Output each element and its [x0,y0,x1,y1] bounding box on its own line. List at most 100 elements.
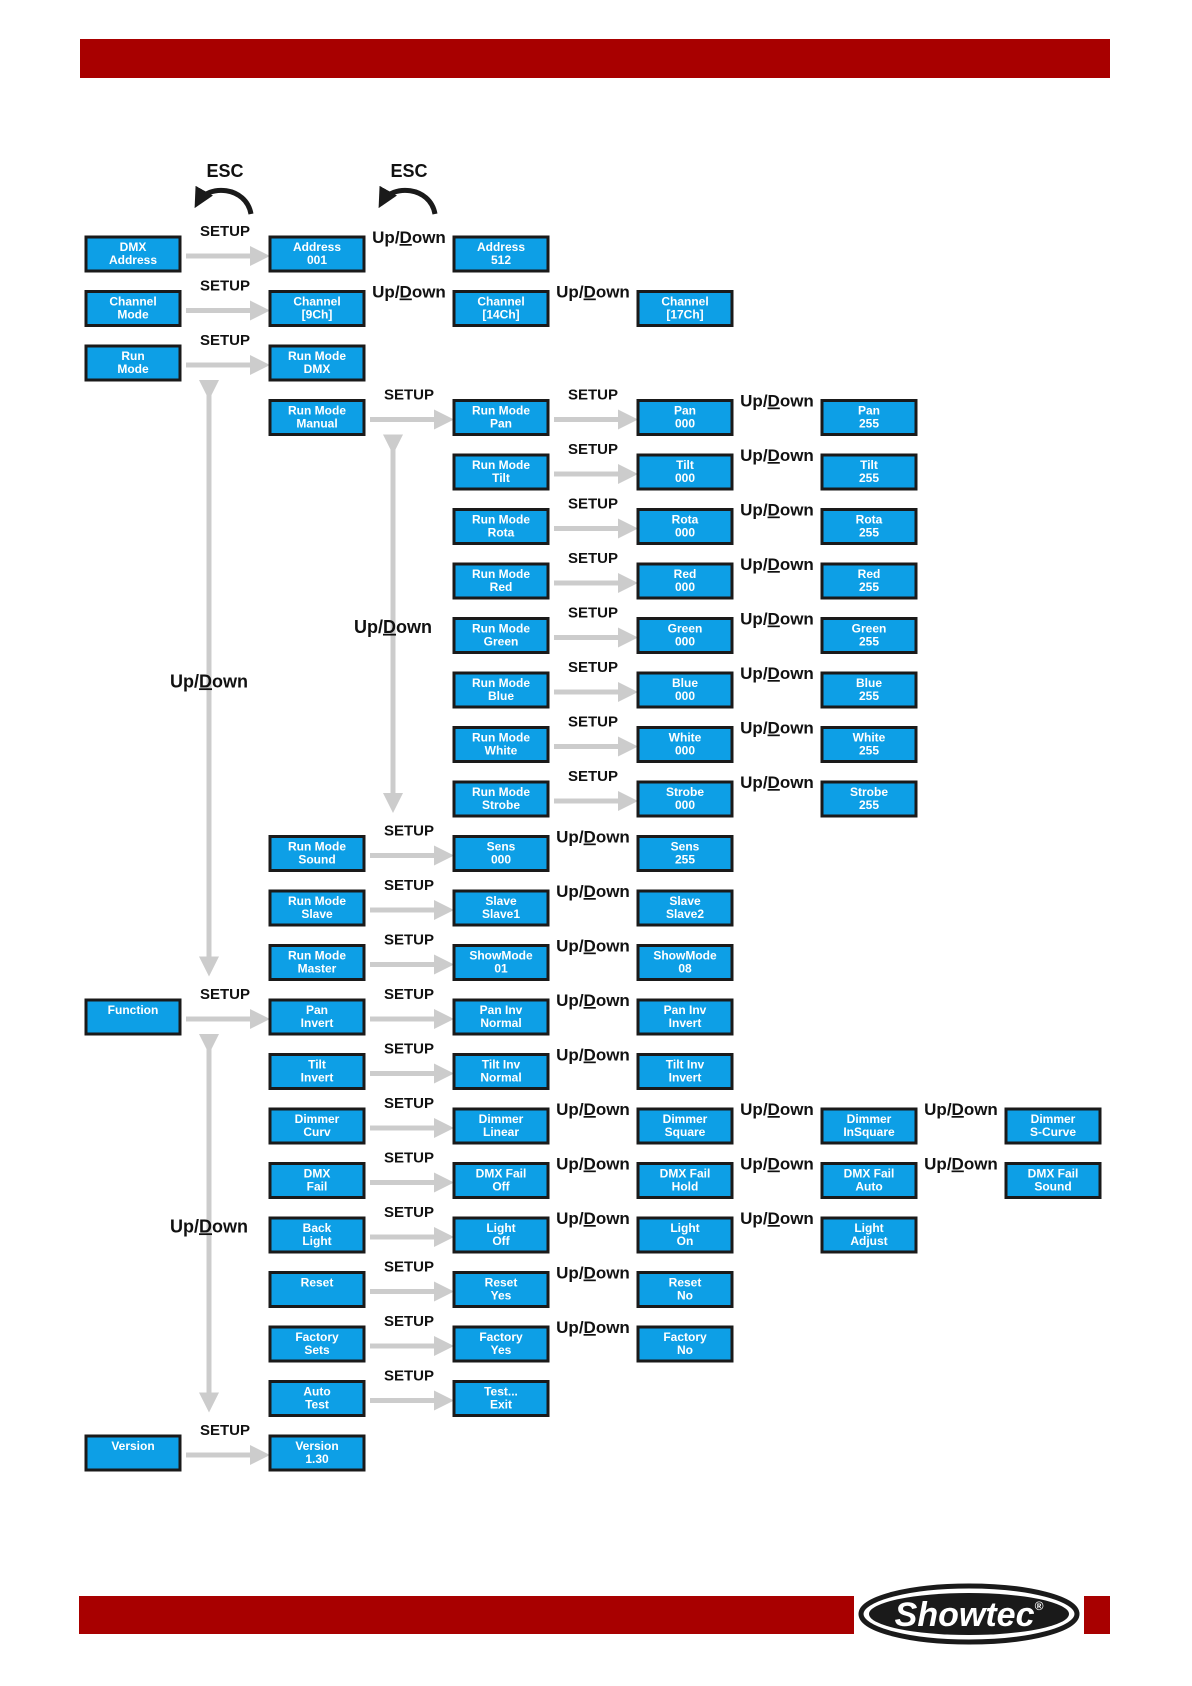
node-label-line1: DMX Fail [660,1167,711,1181]
footer-bar-end [1084,1596,1110,1634]
updown-vertical-label: Up/Down [170,671,248,691]
node-label-line1: Tilt Inv [666,1058,705,1072]
setup-label: SETUP [384,1150,434,1167]
node-label-line1: Light [486,1221,515,1235]
node-label-line1: Dimmer [847,1112,892,1126]
node-label-line2: 000 [675,526,695,540]
node-label-line1: White [669,731,702,745]
updown-label: Up/Down [556,1318,630,1337]
node-label-line2: Light [302,1234,331,1248]
setup-label: SETUP [384,823,434,840]
node-label-line1: Address [477,240,525,254]
node-label-line2: Invert [669,1016,702,1030]
node-label-line1: Slave [485,894,517,908]
setup-label: SETUP [384,1041,434,1058]
updown-label: Up/Down [740,555,814,574]
updown-label: Up/Down [740,664,814,683]
node-label-line1: DMX Fail [844,1167,895,1181]
node-label-line2: 255 [859,798,879,812]
node-label-line2: 1.30 [305,1452,329,1466]
node-label-line1: Pan Inv [480,1003,523,1017]
node-label-line1: Run Mode [288,894,346,908]
updown-label: Up/Down [556,1209,630,1228]
node-label-line1: DMX [120,240,147,254]
node-label-line1: Channel [661,295,708,309]
updown-label: Up/Down [740,773,814,792]
node-label-line1: Run Mode [472,785,530,799]
updown-label: Up/Down [556,828,630,847]
node-label-line1: Run Mode [472,404,530,418]
setup-label: SETUP [384,1095,434,1112]
updown-label: Up/Down [556,1100,630,1119]
esc-label: ESC [390,161,427,181]
node-label-line2: No [677,1343,693,1357]
node-label-line1: Run Mode [472,622,530,636]
node-label: Version [111,1439,154,1453]
setup-label: SETUP [568,441,618,458]
setup-label: SETUP [200,223,250,240]
node-label-line2: 255 [859,417,879,431]
node-label-line2: Normal [480,1016,521,1030]
node-label-line2: Linear [483,1125,519,1139]
setup-label: SETUP [568,768,618,785]
setup-label: SETUP [384,932,434,949]
setup-label: SETUP [384,1259,434,1276]
node-test-exit: Test...Exit [452,1380,550,1417]
updown-label: Up/Down [740,719,814,738]
node-label-line2: 001 [307,253,327,267]
node-label-line2: Exit [490,1398,512,1412]
node-label-line1: Run Mode [472,567,530,581]
node-label-line2: Mode [117,308,149,322]
setup-label: SETUP [200,332,250,349]
node-label-line1: Slave [669,894,701,908]
header-bar [80,39,1110,78]
node-channel-9ch: Channel[9Ch] [268,290,366,327]
setup-label: SETUP [568,605,618,622]
node-label-line1: Factory [479,1330,523,1344]
node-label-line2: Master [298,962,337,976]
node-label-line2: Curv [303,1125,331,1139]
node-label-line2: 01 [494,962,508,976]
node-version: Version [84,1434,182,1472]
node-label-line1: Run Mode [472,513,530,527]
node-label-line2: Normal [480,1071,521,1085]
node-label-line1: Factory [295,1330,339,1344]
node-label-line2: Sound [1034,1180,1071,1194]
node-label-line2: White [485,744,518,758]
node-label-line1: DMX Fail [1028,1167,1079,1181]
node-label-line1: Rota [672,513,699,527]
node-label-line2: 255 [859,744,879,758]
node-label-line2: InSquare [843,1125,895,1139]
